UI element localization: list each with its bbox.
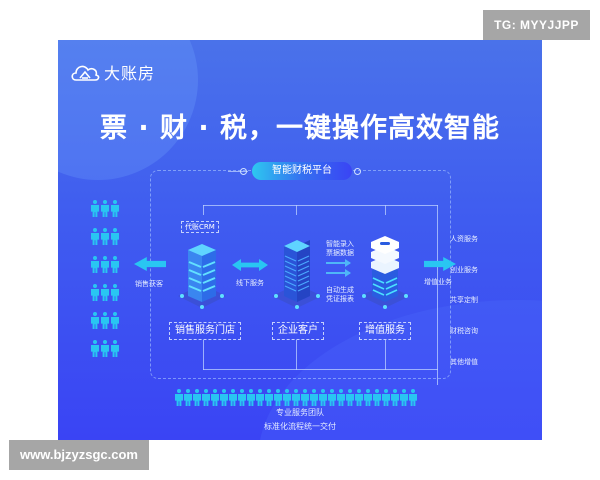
person-icon — [391, 389, 399, 406]
value-added-business-label: 增值业务 — [424, 278, 452, 286]
auto-generate-label-1: 自动生成 — [326, 286, 354, 294]
drop-line — [296, 205, 297, 215]
person-icon — [265, 389, 273, 406]
rise-line — [385, 340, 386, 370]
person-icon — [91, 340, 99, 357]
person-icon — [238, 389, 246, 406]
data-flow-arrow — [326, 259, 351, 267]
person-icon — [111, 228, 119, 245]
person-icon — [247, 389, 255, 406]
service-item: 其他增值 — [450, 358, 478, 366]
person-icon — [193, 389, 201, 406]
team-caption-1: 专业服务团队 — [276, 408, 324, 417]
frame-connector — [228, 171, 248, 172]
person-icon — [364, 389, 372, 406]
person-icon — [91, 284, 99, 301]
service-item: 共享定制 — [450, 296, 478, 304]
person-icon — [91, 312, 99, 329]
person-icon — [355, 389, 363, 406]
database-stack-icon — [360, 236, 410, 309]
person-icon — [184, 389, 192, 406]
person-icon — [111, 200, 119, 217]
watermark-top: TG: MYYJJPP — [483, 10, 590, 40]
person-icon — [101, 200, 109, 217]
person-icon — [101, 284, 109, 301]
person-icon — [101, 228, 109, 245]
top-branch-line — [203, 205, 438, 206]
person-icon — [91, 200, 99, 217]
crm-tag: 代账CRM — [181, 221, 219, 233]
person-icon — [256, 389, 264, 406]
team-caption-2: 标准化流程统一交付 — [264, 422, 336, 431]
person-icon — [101, 256, 109, 273]
node-value-added-service: 增值服务 — [359, 322, 411, 340]
smart-input-label-2: 票据数据 — [326, 249, 354, 257]
node-sales-store: 销售服务门店 — [169, 322, 241, 340]
service-item: 人资服务 — [450, 235, 478, 243]
person-icon — [409, 389, 417, 406]
service-item: 财税咨询 — [450, 327, 478, 335]
watermark-bottom: www.bjzyzsgc.com — [9, 440, 149, 470]
person-icon — [328, 389, 336, 406]
person-icon — [220, 389, 228, 406]
person-icon — [301, 389, 309, 406]
offline-service-arrow — [232, 259, 268, 271]
connector-dot — [240, 168, 247, 175]
connector-dot — [354, 168, 361, 175]
person-icon — [400, 389, 408, 406]
service-item: 创业服务 — [450, 266, 478, 274]
person-icon — [111, 312, 119, 329]
customer-people-grid — [91, 200, 120, 357]
right-vertical-line — [437, 205, 438, 385]
person-icon — [202, 389, 210, 406]
headline: 票 · 财 · 税，一键操作高效智能 — [99, 113, 501, 144]
bottom-branch-line — [203, 369, 438, 370]
server-tower-icon — [178, 244, 226, 309]
person-icon — [373, 389, 381, 406]
auto-generate-label-2: 凭证报表 — [326, 295, 354, 303]
data-flow-arrow — [326, 269, 351, 277]
brand-logo: 大账房 — [70, 60, 155, 84]
person-icon — [337, 389, 345, 406]
node-enterprise-customer: 企业客户 — [272, 322, 324, 340]
drop-line — [385, 205, 386, 215]
person-icon — [283, 389, 291, 406]
person-icon — [101, 340, 109, 357]
offline-service-label: 线下服务 — [236, 279, 264, 287]
person-icon — [310, 389, 318, 406]
poster: 大账房 票 · 财 · 税，一键操作高效智能 智能财税平台 销售获客 代账CRM — [58, 40, 542, 440]
service-team-people — [175, 389, 417, 406]
person-icon — [211, 389, 219, 406]
cloud-house-icon — [71, 65, 100, 81]
platform-pill: 智能财税平台 — [252, 162, 352, 180]
person-icon — [274, 389, 282, 406]
smart-input-label-1: 智能录入 — [326, 240, 354, 248]
person-icon — [111, 284, 119, 301]
person-icon — [91, 256, 99, 273]
sales-acquisition-label: 销售获客 — [135, 280, 163, 288]
rise-line — [203, 340, 204, 370]
person-icon — [91, 228, 99, 245]
person-icon — [292, 389, 300, 406]
person-icon — [346, 389, 354, 406]
rise-line — [296, 340, 297, 370]
person-icon — [229, 389, 237, 406]
person-icon — [175, 389, 183, 406]
person-icon — [319, 389, 327, 406]
office-building-icon — [272, 240, 322, 309]
drop-line — [203, 205, 204, 215]
person-icon — [111, 256, 119, 273]
brand-name: 大账房 — [104, 64, 156, 83]
person-icon — [382, 389, 390, 406]
person-icon — [111, 340, 119, 357]
person-icon — [101, 312, 109, 329]
